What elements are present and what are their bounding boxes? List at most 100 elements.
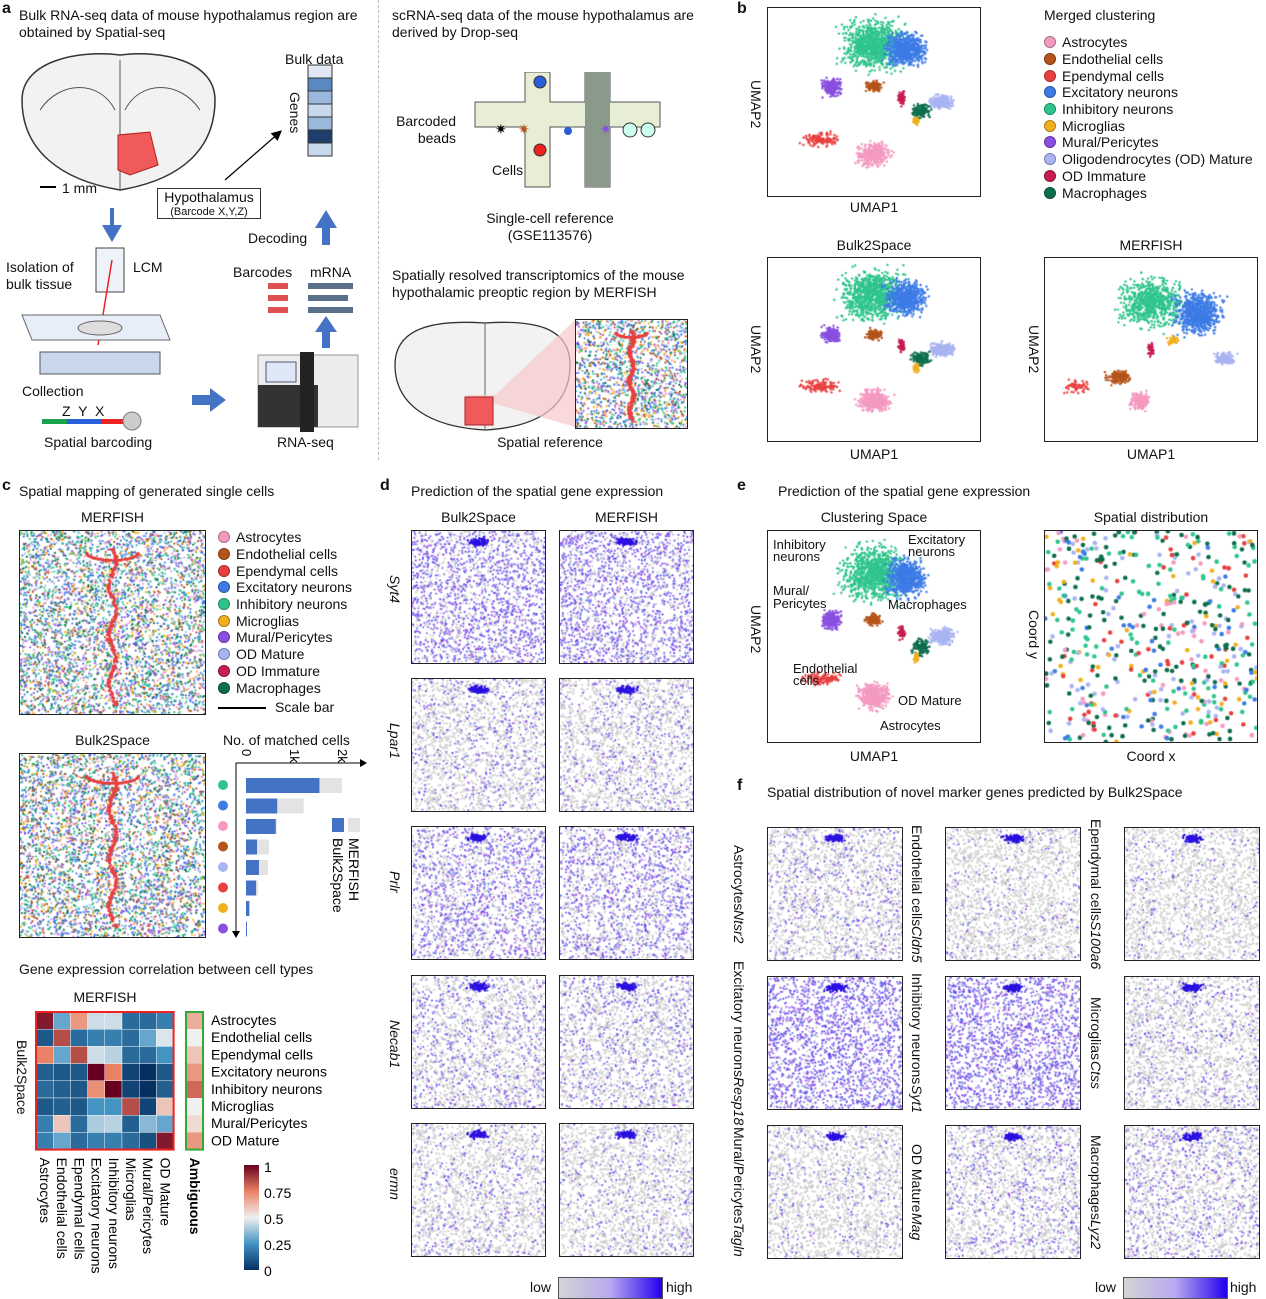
ambiguous-cell [186,1029,203,1047]
heatmap-cell [70,1046,88,1064]
scale-label: 1 mm [62,180,97,196]
heatmap-cell [70,1097,88,1116]
spatial-distribution-title: Spatial distribution [1093,509,1209,525]
clustering-space-title: Clustering Space [820,509,928,525]
panel-e-letter: e [737,477,746,494]
legend-item: Endothelial cells [1044,51,1253,68]
ambiguous-border [185,1011,204,1151]
heatmap-row-label: Endothelial cells [211,1029,312,1045]
umap2-label: UMAP2 [748,80,764,129]
od-mature-annotation: OD Mature [898,693,962,708]
scrnaseq-title: scRNA-seq data of the mouse hypothalamus… [392,7,694,40]
lcm-tube-icon [95,247,125,346]
hypothalamus-label: Hypothalamus [164,189,254,205]
colorbar-high-label: high [666,1279,693,1295]
barcode-bead-icon [42,411,142,431]
legend-label: Excitatory neurons [1062,84,1178,101]
legend-label: OD Immature [236,662,321,679]
legend-dot-icon [1044,186,1056,199]
heatmap-cell [35,1114,54,1133]
heatmap-row-label: Excitatory neurons [211,1064,327,1080]
panel-f-letter: f [737,777,743,794]
spatial-seq-workflow-diagram [21,53,359,432]
barcodes-mrna-reads [268,283,353,313]
panel-b-letter: b [737,0,747,17]
marker-expression-map [945,976,1081,1110]
lcm-label: LCM [133,259,163,275]
bulk-data-label: Bulk data [285,51,344,67]
legend-dot-icon [1044,69,1056,82]
expression-scatter [560,976,693,1108]
zyx-label: Z Y X [62,403,105,419]
umap2-label: UMAP2 [748,325,764,374]
legend-label-merfish: MERFISH [346,838,362,901]
heatmap-cell [53,1097,71,1116]
colorbar-tick-label: 0.5 [264,1211,284,1227]
gene-label: ermn [387,1168,403,1200]
legend-item: OD Mature [218,646,352,663]
legend-dot-icon [1044,153,1056,166]
heatmap-cell [121,1011,140,1030]
coord-y-label: Coord y [1026,610,1042,660]
heatmap-cell [121,1029,140,1047]
legend-label: Endothelial cells [1062,51,1164,68]
category-dot-icon [218,903,228,913]
heatmap-cell [35,1132,54,1150]
barcodes-label: Barcodes [233,264,293,280]
bulk2space-umap-title: Bulk2Space [836,237,912,253]
heatmap-cell [104,1080,123,1099]
legend-dot-icon [218,531,230,544]
expression-map [411,1123,546,1257]
ambiguous-label: Ambiguous [187,1158,203,1235]
legend-dot-icon [1044,36,1056,49]
heatmap-cell [53,1063,71,1081]
legend-item: Endothelial cells [218,546,352,563]
ambiguous-cell [186,1063,203,1081]
merfish-spatial-map [19,530,206,715]
colorbar-low-label: low [530,1279,552,1295]
barcoded-beads-label: Barcoded beads [396,113,456,146]
cell-type-label: Mural/Pericytes [731,1126,747,1224]
macrophages-annotation: Macrophages [888,597,967,612]
clustering-space-plot: Inhibitory neurons Excitatory neurons Mu… [767,530,981,743]
heatmap-column-title: MERFISH [73,989,137,1005]
legend-dot-icon [218,598,230,611]
heatmap-cell [138,1097,157,1116]
heatmap-row-title: Bulk2Space [14,1040,30,1115]
colorbar-tick-label: 0.75 [264,1185,291,1201]
legend-item: Oligodendrocytes (OD) Mature [1044,151,1253,168]
heatmap-cell [121,1063,140,1081]
drop-seq-chip-diagram: ✷✷✷ [474,72,661,188]
bulk2space-umap-scatter [768,258,980,441]
marker-expression-map [1124,976,1260,1110]
legend-label: OD Mature [236,646,305,663]
ambiguous-cell [186,1098,203,1116]
bulk2space-map-title: Bulk2Space [75,732,150,748]
umap1-label: UMAP1 [849,446,899,462]
colorbar-tick-label: 1 [264,1159,272,1175]
merged-umap-scatter [768,8,980,196]
legend-dot-icon [1044,53,1056,66]
heatmap-cell [121,1046,140,1064]
heatmap-column-label: Astrocytes [37,1158,53,1223]
heatmap-cell [156,1080,174,1099]
scale-bar-label: Scale bar [275,699,335,715]
heatmap-column-label: Mural/Pericytes [140,1158,156,1254]
barcode-label: (Barcode X,Y,Z) [170,206,248,218]
expression-scatter [412,827,545,959]
spatial-reference-label: Spatial reference [497,434,603,450]
heatmap-cell [138,1029,157,1047]
collection-plate-icon [39,351,161,375]
ambiguous-cell [186,1080,203,1098]
gene-label: Lpar1 [387,723,403,759]
heatmap-column-label: Microglias [123,1158,139,1221]
legend-item: Astrocytes [218,529,352,546]
heatmap-cell [104,1132,123,1150]
tick-label: 2k [335,749,350,763]
legend-label: Inhibitory neurons [1062,101,1174,118]
heatmap-cell [87,1029,105,1047]
panel-f-title: Spatial distribution of novel marker gen… [767,784,1183,800]
